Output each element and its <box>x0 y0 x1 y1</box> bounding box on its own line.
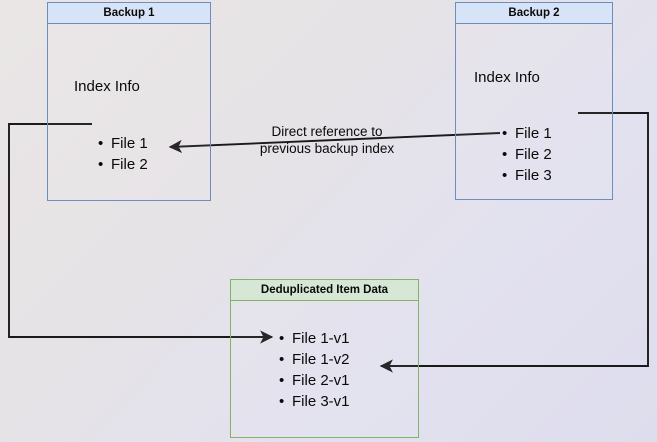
list-item: File 2 <box>502 144 552 165</box>
deduplicated-item-data-box: Deduplicated Item Data File 1-v1 File 1-… <box>230 279 419 438</box>
backup-2-file-list: File 1 File 2 File 3 <box>499 123 552 186</box>
list-item: File 3 <box>502 165 552 186</box>
backup-2-box: Backup 2 Index Info File 1 File 2 File 3 <box>455 2 613 200</box>
list-item: File 1-v2 <box>279 349 349 370</box>
direct-reference-label: Direct reference to previous backup inde… <box>259 124 395 156</box>
deduplicated-file-list: File 1-v1 File 1-v2 File 2-v1 File 3-v1 <box>276 328 349 412</box>
list-item: File 1 <box>502 123 552 144</box>
list-item: File 2-v1 <box>279 370 349 391</box>
deduplicated-item-data-header: Deduplicated Item Data <box>230 279 419 301</box>
backup-1-body: Index Info File 1 File 2 <box>47 24 211 201</box>
backup-2-index-title: Index Info <box>474 69 540 86</box>
backup-2-body: Index Info File 1 File 2 File 3 <box>455 24 613 200</box>
backup-2-header: Backup 2 <box>455 2 613 24</box>
backup-1-file-list: File 1 File 2 <box>95 133 148 175</box>
list-item: File 1-v1 <box>279 328 349 349</box>
backup-1-index-title: Index Info <box>74 78 140 95</box>
list-item: File 3-v1 <box>279 391 349 412</box>
list-item: File 1 <box>98 133 148 154</box>
backup-1-header: Backup 1 <box>47 2 211 24</box>
list-item: File 2 <box>98 154 148 175</box>
backup-1-box: Backup 1 Index Info File 1 File 2 <box>47 2 211 201</box>
deduplicated-item-data-body: File 1-v1 File 1-v2 File 2-v1 File 3-v1 <box>230 301 419 438</box>
